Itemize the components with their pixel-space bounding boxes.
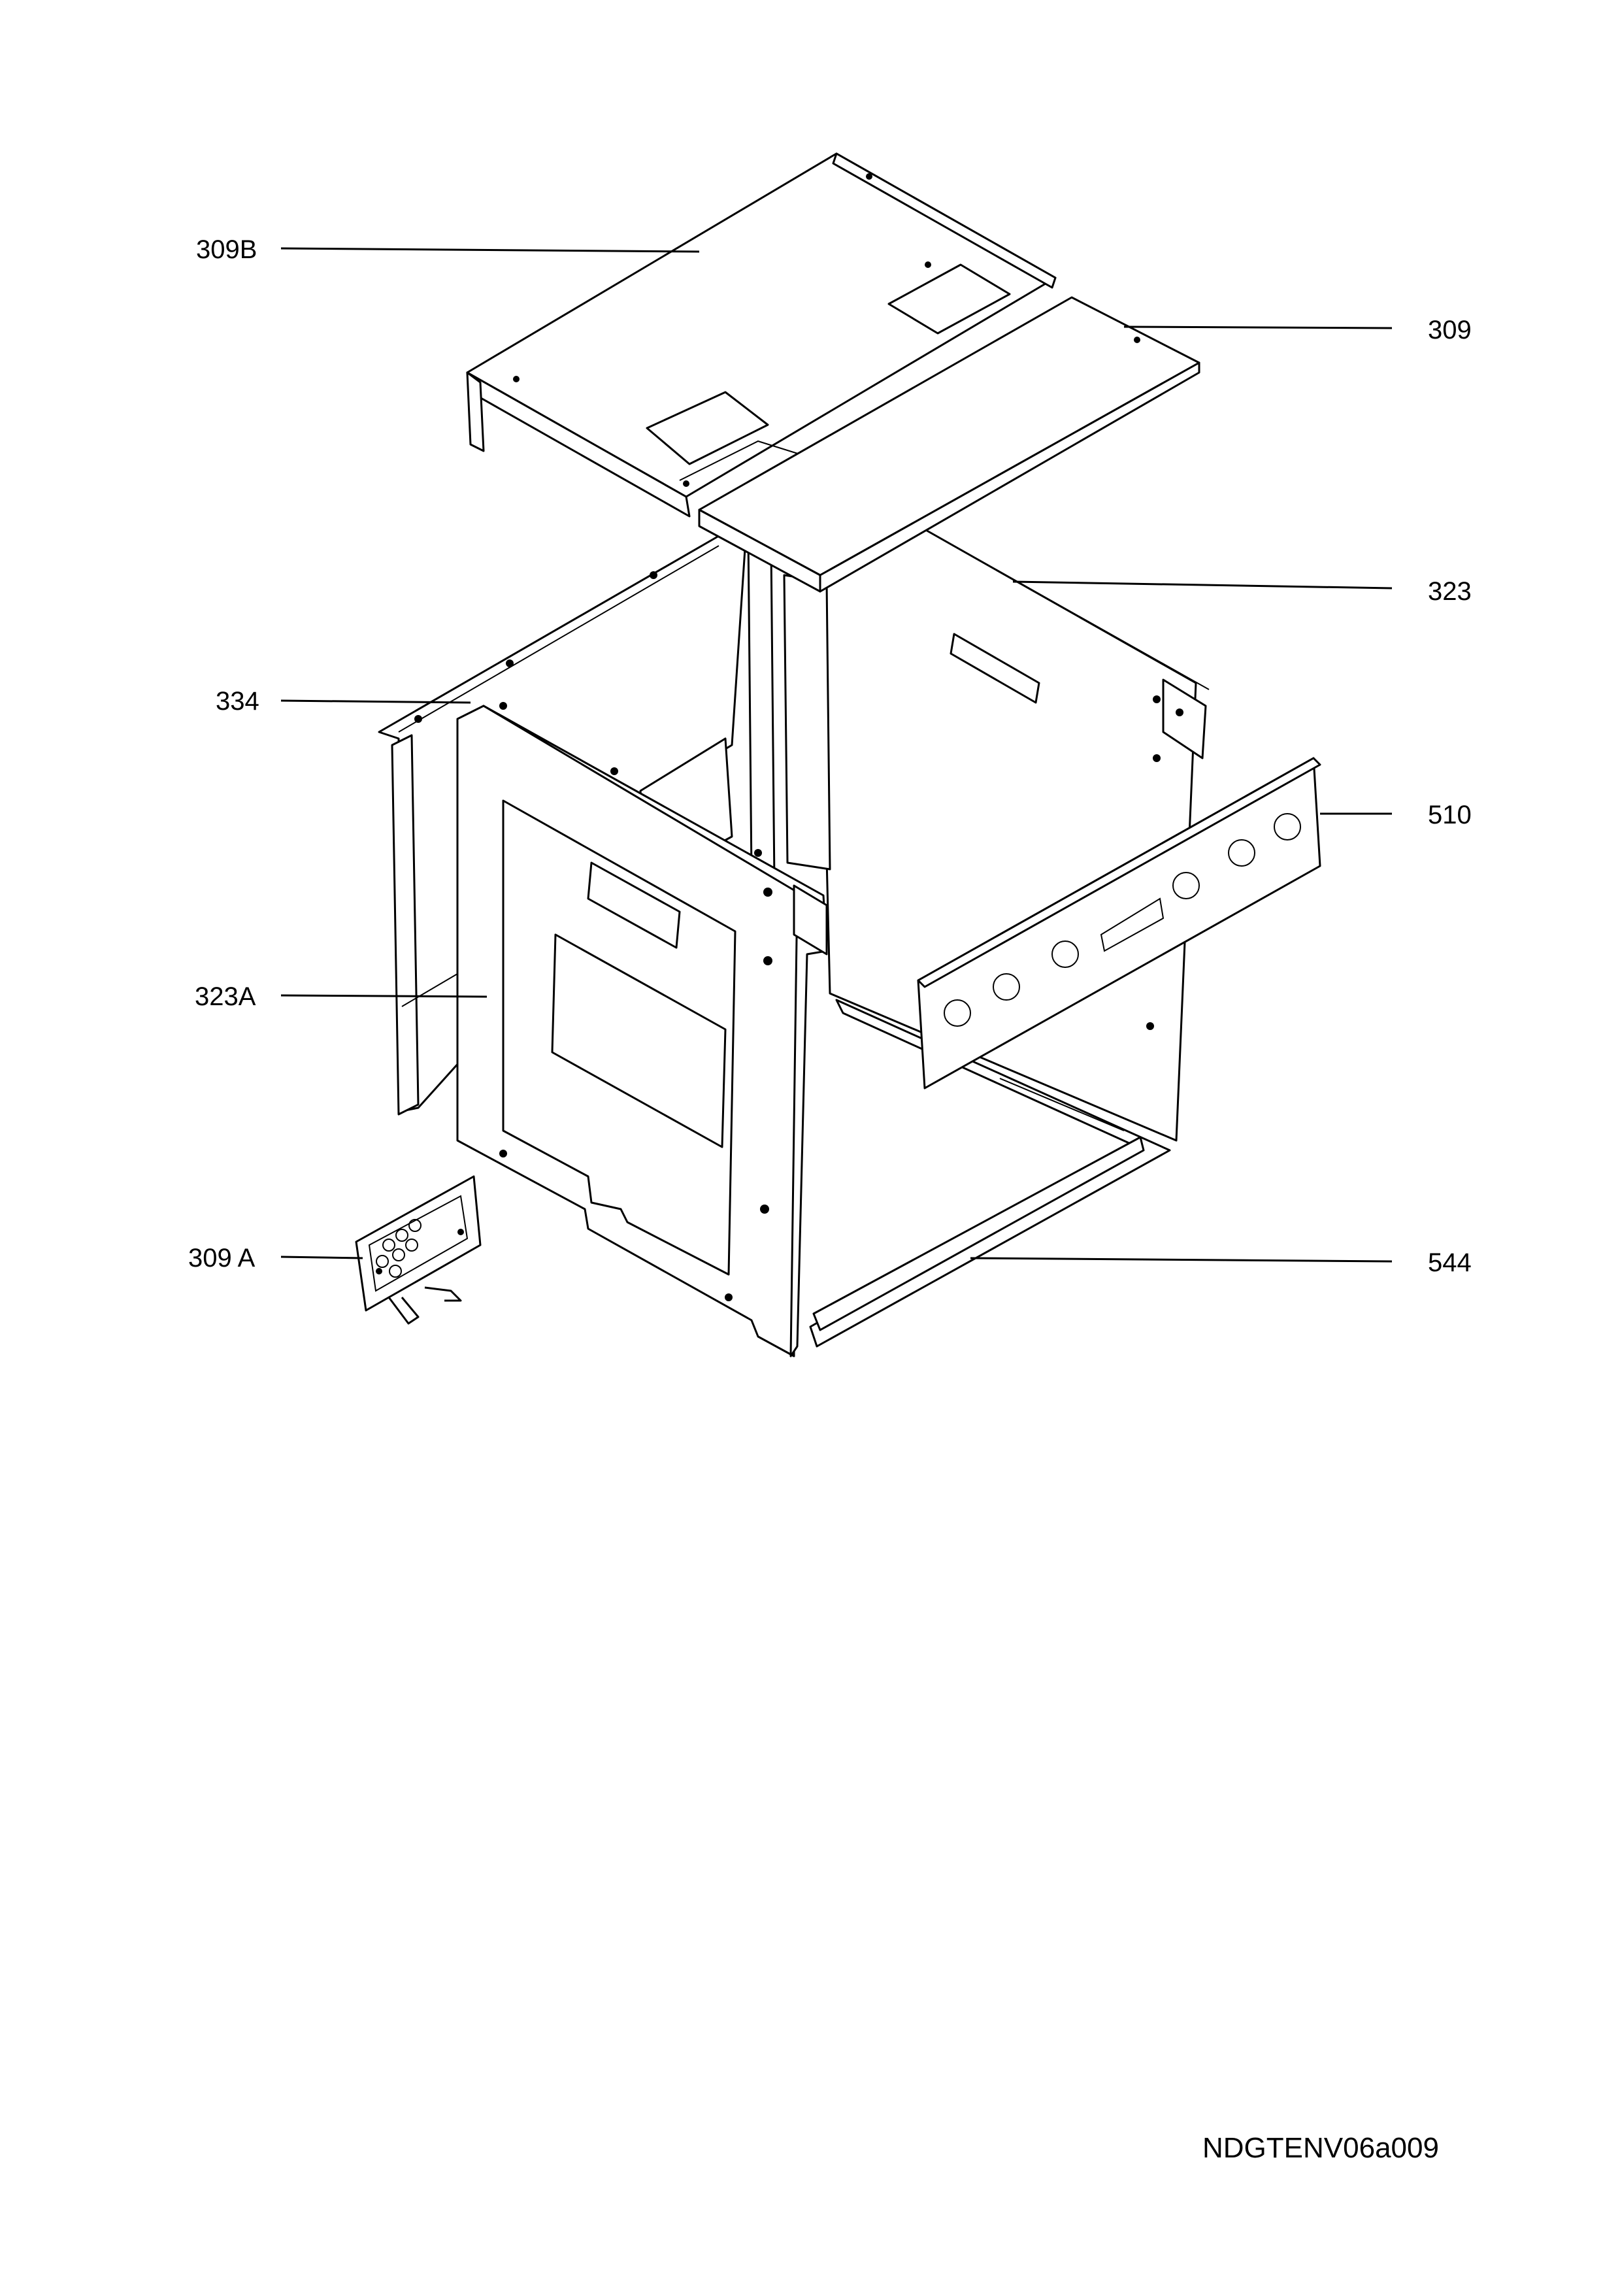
top-cover-309B bbox=[466, 152, 1057, 518]
bottom-plate-544 bbox=[809, 999, 1171, 1348]
part-label-334: 334 bbox=[216, 687, 259, 716]
part-label-510: 510 bbox=[1428, 801, 1472, 829]
back-panel-323 bbox=[819, 528, 1210, 1142]
front-panel-323A bbox=[456, 702, 828, 1357]
leader-lines bbox=[280, 247, 1393, 1263]
drawing-reference-code: NDGTENV06a009 bbox=[1202, 2132, 1439, 2164]
part-label-323A: 323A bbox=[195, 982, 256, 1011]
part-label-323: 323 bbox=[1428, 577, 1472, 606]
part-label-309B: 309B bbox=[196, 235, 257, 264]
rear-frame bbox=[747, 535, 831, 884]
top-panel-309 bbox=[698, 296, 1200, 593]
part-label-544: 544 bbox=[1428, 1248, 1472, 1277]
part-label-309A: 309 A bbox=[188, 1244, 256, 1273]
bracket-309A bbox=[355, 1175, 482, 1325]
control-panel-510 bbox=[917, 757, 1321, 1090]
part-label-309: 309 bbox=[1428, 316, 1472, 344]
